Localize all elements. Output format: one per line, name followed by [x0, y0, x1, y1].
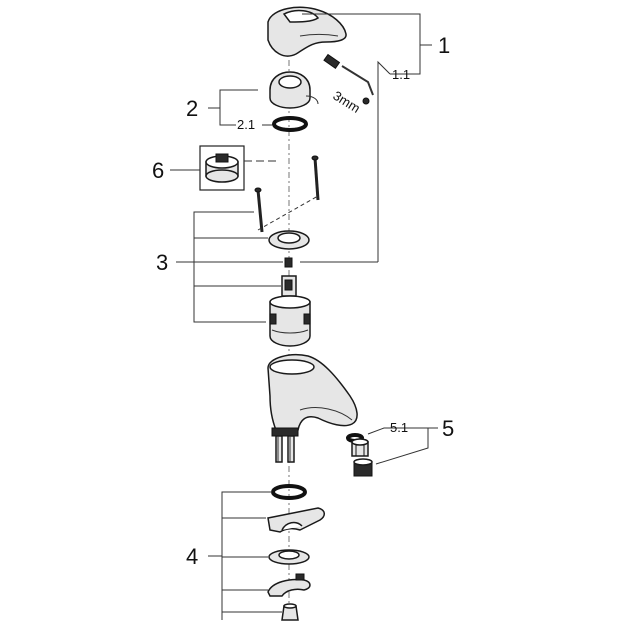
thrust-ring [268, 230, 310, 250]
callout-6-label: 6 [152, 158, 164, 183]
callout-1-label: 1 [438, 33, 450, 58]
lever-handle [267, 6, 347, 57]
callout-5-1-label: 5.1 [390, 420, 408, 435]
callout-1-1-label: 1.1 [392, 67, 410, 82]
supply-hoses [275, 435, 295, 463]
cartridge-pin [284, 257, 293, 268]
callout-5-1-leader [367, 427, 418, 435]
part-6-frame [199, 145, 245, 191]
callout-1-leader [302, 13, 421, 75]
fixing-nut [281, 603, 299, 621]
callout-2-1-label: 2.1 [237, 117, 255, 132]
callout-1-1-leader [377, 60, 391, 262]
fixing-screw-left [254, 187, 264, 233]
support-washer [268, 549, 310, 565]
callout-4-bracket [221, 491, 272, 620]
aerator-insert [353, 458, 373, 477]
callout-4-label: 4 [186, 544, 198, 569]
callout-5-label: 5 [442, 416, 454, 441]
o-ring-2-1 [272, 116, 308, 132]
grub-screw [323, 53, 341, 69]
horseshoe-plate [267, 573, 311, 597]
callout-2-label: 2 [186, 96, 198, 121]
fixing-screw-right [311, 155, 320, 201]
cartridge [269, 275, 311, 347]
allen-key-size-label: 3mm [330, 88, 362, 116]
callout-5-bracket [375, 427, 429, 465]
screw-alignment-line [257, 195, 319, 231]
callout-3-label: 3 [156, 250, 168, 275]
faucet-body [267, 354, 358, 437]
allen-key-icon [341, 65, 374, 105]
aerator-housing [351, 438, 369, 457]
cover-cap [269, 71, 319, 109]
callout-3-bracket [193, 211, 266, 323]
base-gasket [267, 507, 325, 533]
base-o-ring [271, 484, 307, 500]
